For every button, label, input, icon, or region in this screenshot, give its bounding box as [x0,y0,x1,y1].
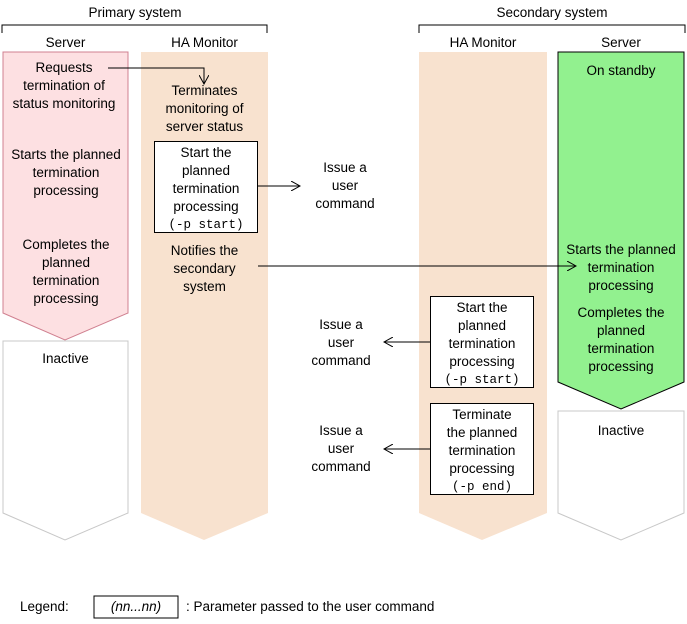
legend-label: Legend: [20,599,69,614]
request-arrow [108,67,204,84]
primary-ha-start-param: (-p start) [168,218,244,232]
secondary-ha-header: HA Monitor [449,35,517,50]
primary-server-active-lane [2,51,129,341]
secondary-system-bracket [418,24,686,33]
primary-system-title: Primary system [88,5,182,20]
legend-sample-box [93,595,179,619]
secondary-server-inactive: Inactive [597,423,645,438]
secondary-ha-end-param: (-p end) [451,480,512,494]
secondary-server-header: Server [601,35,641,50]
secondary-server-inactive-lane [557,410,685,541]
secondary-server-active-lane [557,51,685,410]
primary-server-inactive: Inactive [42,351,89,366]
primary-server-header: Server [45,35,86,50]
secondary-system-title: Secondary system [496,5,608,20]
legend-sample: (nn...nn) [110,599,162,614]
legend-description: : Parameter passed to the user command [186,599,435,614]
secondary-ha-start-param: (-p start) [444,373,520,387]
primary-system-bracket [1,24,268,33]
primary-ha-header: HA Monitor [171,35,238,50]
primary-server-inactive-lane [2,340,129,541]
secondary-server-standby: On standby [586,63,656,78]
